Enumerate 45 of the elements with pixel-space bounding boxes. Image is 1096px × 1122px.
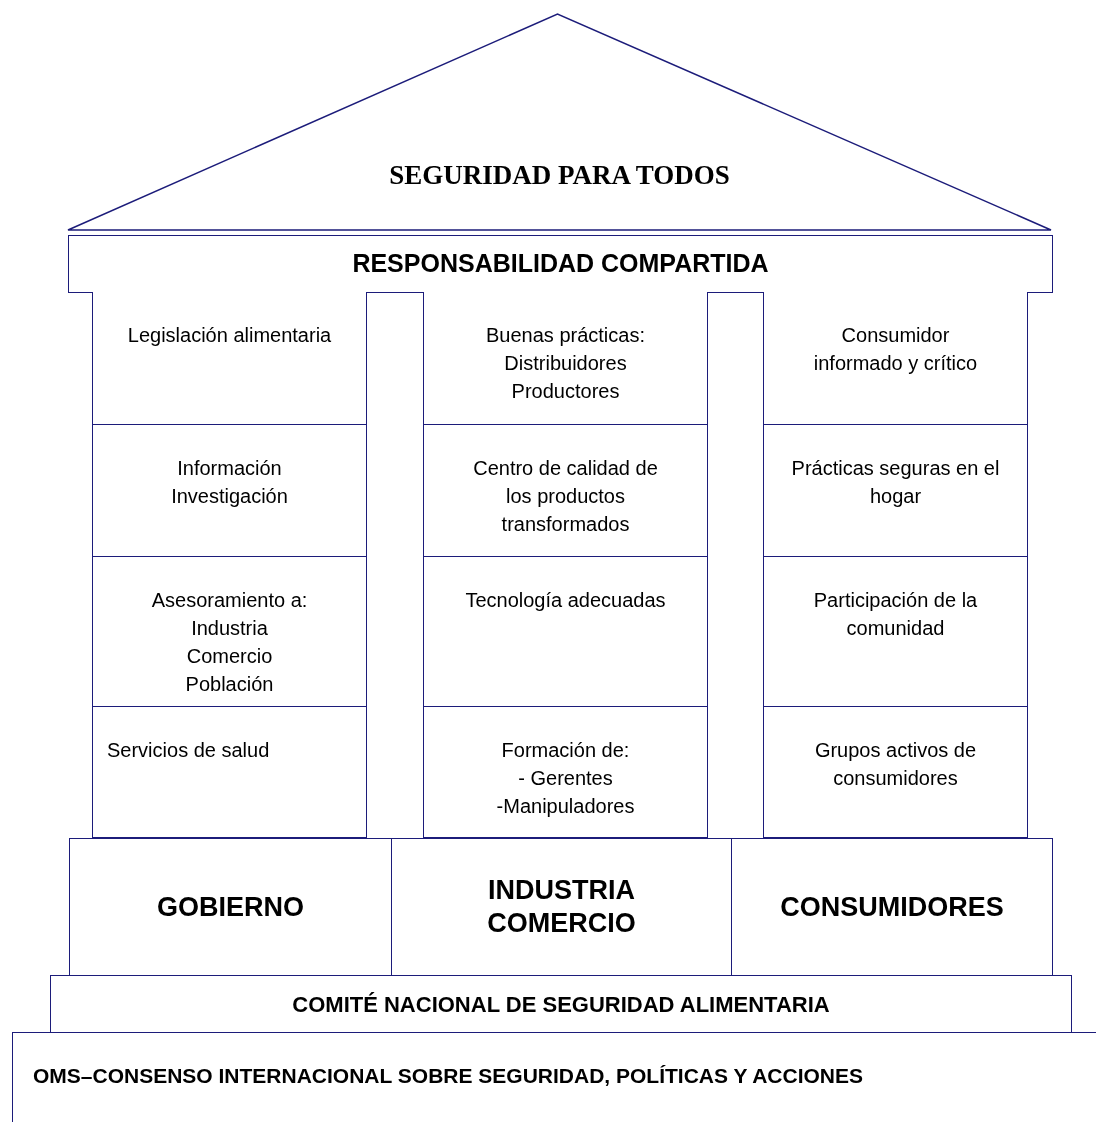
cell-text: Productores (511, 379, 620, 404)
cell-text: Servicios de salud (107, 738, 270, 763)
base-text: GOBIERNO (157, 890, 304, 924)
cell-text: Investigación (171, 484, 288, 509)
ground-text: OMS–CONSENSO INTERNACIONAL SOBRE SEGURIDAD, POLÍTICAS Y ACCIONES (33, 1062, 863, 1089)
band-text: COMITÉ NACIONAL DE SEGURIDAD ALIMENTARIA (292, 990, 830, 1019)
cell-text: Formación de: (501, 738, 630, 763)
cell-text: Participación de la comunidad (812, 588, 979, 641)
cell-text: Comercio (186, 644, 273, 669)
band-box (50, 975, 1072, 1033)
cell-text: Población (185, 672, 274, 697)
cell-text: Buenas prácticas: (486, 323, 645, 348)
pillar-cell (763, 425, 1028, 557)
cell-text: -Manipuladores (496, 794, 635, 819)
ground-box (12, 1032, 1096, 1122)
cell-text: Industria (191, 616, 268, 641)
roof-title: SEGURIDAD PARA TODOS (389, 159, 730, 192)
roof-triangle (67, 13, 1052, 231)
cell-text: Centro de calidad de los productos transformados (472, 456, 659, 537)
cell-text: Tecnología adecuadas (465, 588, 666, 613)
base-box (69, 838, 392, 976)
base-box (731, 838, 1053, 976)
cell-text: - Gerentes (518, 766, 613, 791)
base-text: INDUSTRIA COMERCIO (486, 874, 637, 940)
cell-text: Grupos activos de consumidores (813, 738, 978, 791)
pillar-cell (92, 292, 367, 425)
pillar-cell (92, 557, 367, 707)
pillar-cell (92, 425, 367, 557)
pillar-cell (763, 292, 1028, 425)
band-box (68, 235, 1053, 293)
base-text: CONSUMIDORES (780, 890, 1004, 924)
pillar-cell (92, 707, 367, 838)
cell-text: Distribuidores (504, 351, 627, 376)
pillar-cell (763, 557, 1028, 707)
band-text: RESPONSABILIDAD COMPARTIDA (352, 248, 769, 280)
pillar-cell (423, 292, 708, 425)
pillar-cell (423, 707, 708, 838)
pillar-cell (423, 425, 708, 557)
cell-text: Prácticas seguras en el hogar (790, 456, 1001, 509)
cell-text: Asesoramiento a: (151, 588, 308, 613)
cell-text: Legislación alimentaria (127, 323, 332, 348)
pillar-cell (763, 707, 1028, 838)
cell-text: Información (177, 456, 282, 481)
cell-text: Consumidor informado y crítico (812, 323, 979, 376)
pillar-cell (423, 557, 708, 707)
